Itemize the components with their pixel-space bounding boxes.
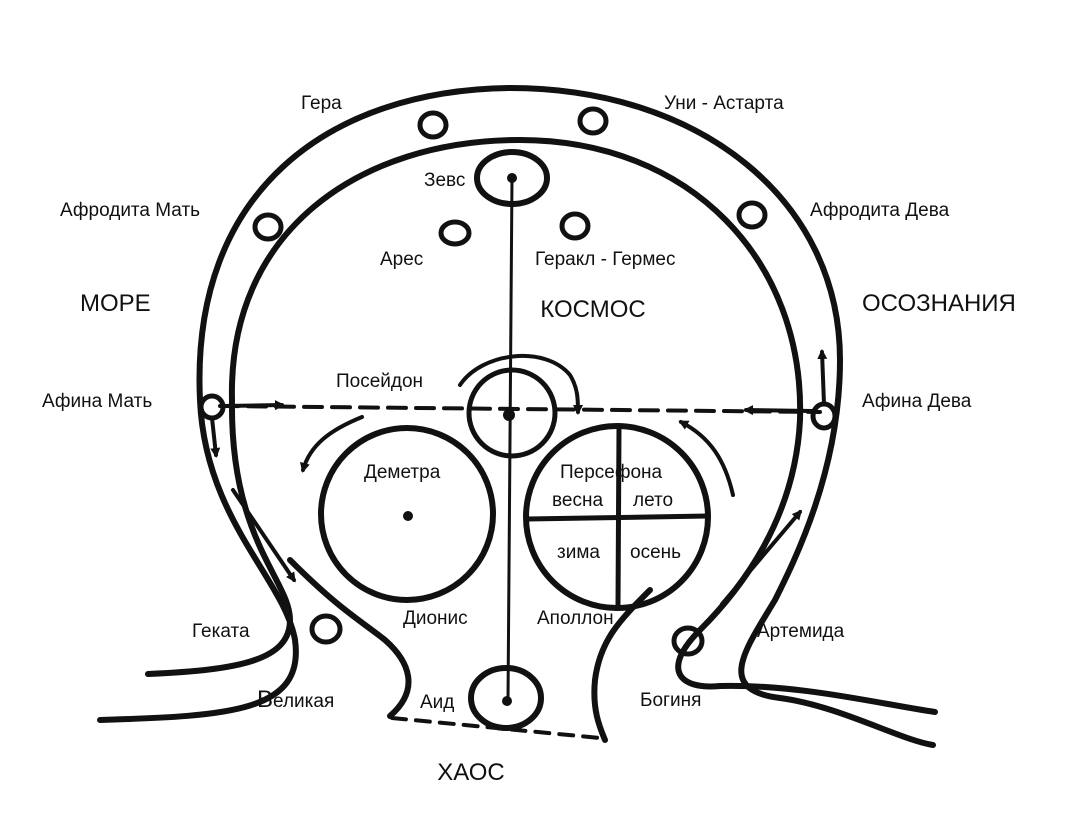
hecate-bead <box>309 613 343 645</box>
artemis-label: Артемида <box>757 621 845 642</box>
region-awareness-label: ОСОЗНАНИЯ <box>862 290 1016 317</box>
chaos-right-curve <box>591 587 653 743</box>
athena-maiden-label: Афина Дева <box>862 391 972 412</box>
hades-label: Аид <box>420 692 455 713</box>
demeter-label: Деметра <box>364 462 441 483</box>
region-cosmos-label: КОСМОС <box>540 296 646 323</box>
aphrodite-mother-bead <box>252 212 284 242</box>
horizontal-axis <box>218 404 822 414</box>
hecate-label: Геката <box>192 621 250 642</box>
arrow-athena-maiden-left <box>743 405 814 416</box>
aphrodite-maiden-label: Афродита Дева <box>810 200 950 221</box>
athena-maiden-bead <box>810 401 838 431</box>
arrow-left-curve <box>300 415 364 473</box>
persephone-label: Персефона <box>560 462 663 483</box>
great-label-rest: еликая <box>273 691 335 712</box>
goddess-label: Богиня <box>640 690 702 711</box>
zeus-dot <box>507 173 517 183</box>
season-winter-label: зима <box>557 542 600 563</box>
dionysus-label: Дионис <box>403 608 468 629</box>
poseidon-dot <box>503 409 515 421</box>
demeter-dot <box>403 511 413 521</box>
arrow-athena-mother-down <box>210 416 221 458</box>
artemis-bead <box>671 625 705 657</box>
arrow-athena-maiden-up <box>817 349 828 406</box>
arrow-right-curve <box>678 420 735 497</box>
vertical-axis <box>506 176 514 702</box>
region-sea-label: МОРЕ <box>80 290 151 317</box>
hades-dot <box>502 696 512 706</box>
demeter-circle <box>318 425 496 603</box>
inner-band-line <box>145 137 938 715</box>
arrow-poseidon-rotation <box>458 353 583 415</box>
heracles-hermes-bead <box>559 211 591 241</box>
great-label-initial: В <box>257 686 274 713</box>
hades-circle <box>468 665 544 731</box>
heracles-hermes-label: Геракл - Гермес <box>535 249 676 270</box>
arrow-hecate-descent <box>231 488 296 583</box>
athena-mother-label: Афина Мать <box>42 391 153 412</box>
ares-label: Арес <box>380 249 424 270</box>
arrow-artemis-ascent <box>720 509 802 606</box>
aphrodite-maiden-bead <box>736 200 768 230</box>
poseidon-circle <box>466 367 558 459</box>
uni-astarte-bead <box>577 106 609 136</box>
zeus-label: Зевс <box>424 170 466 191</box>
ares-bead <box>438 219 472 247</box>
persephone-horizontal-divider <box>524 513 711 522</box>
apollo-label: Аполлон <box>537 608 614 629</box>
arrow-athena-mother-right <box>221 400 285 411</box>
season-summer-label: лето <box>633 490 674 511</box>
season-autumn-label: осень <box>630 542 682 563</box>
aphrodite-mother-label: Афродита Мать <box>60 200 201 221</box>
zeus-circle <box>474 149 550 207</box>
great-label: Великая <box>257 688 334 712</box>
season-spring-label: весна <box>552 490 604 511</box>
poseidon-label: Посейдон <box>336 371 424 392</box>
uni-astarte-label: Уни - Астарта <box>664 93 784 114</box>
chaos-left-curve <box>287 557 412 719</box>
outer-band-line <box>97 85 936 748</box>
hera-label: Гера <box>301 93 342 114</box>
region-chaos-label: ХАОС <box>437 759 505 786</box>
hera-bead <box>417 110 449 140</box>
